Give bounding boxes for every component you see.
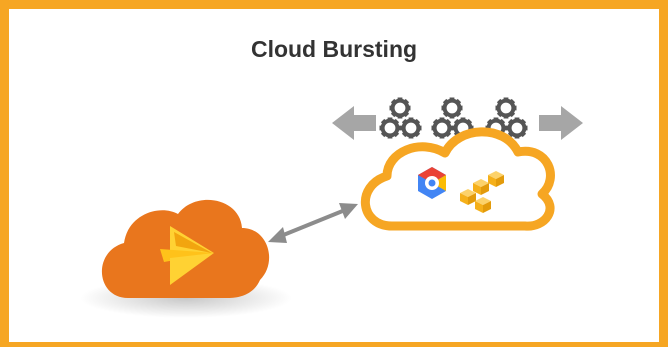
private-cloud	[80, 199, 292, 318]
scale-left-arrow	[332, 106, 376, 140]
arrow-logo-icon	[160, 226, 214, 285]
diagram-title: Cloud Bursting	[250, 36, 418, 62]
public-cloud	[360, 127, 555, 231]
gear-cluster-icon	[377, 95, 424, 141]
scale-right-arrow	[539, 106, 583, 140]
google-cloud-hexagon-icon	[418, 167, 446, 199]
compute-gears	[377, 95, 530, 141]
connector-arrow	[268, 203, 358, 243]
